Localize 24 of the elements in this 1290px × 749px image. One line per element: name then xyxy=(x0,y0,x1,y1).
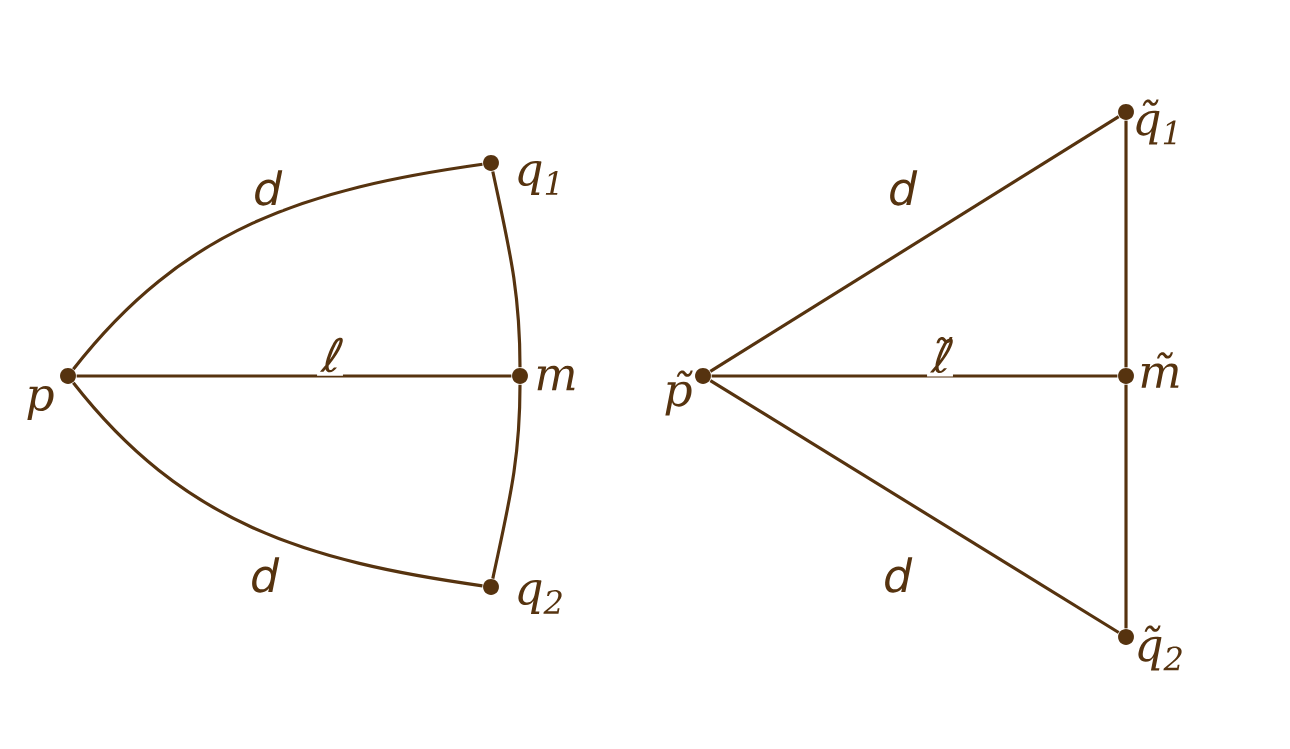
point-label: q$_{2}$ xyxy=(518,580,562,614)
point-label: m̃ xyxy=(1141,352,1179,388)
line xyxy=(709,379,1120,634)
point-label: p̃ xyxy=(665,370,693,416)
edge-label: ℓ̃ xyxy=(927,333,953,377)
point-label: q̃$_{1}$ xyxy=(1136,99,1176,145)
line xyxy=(1124,120,1128,368)
point-label: q̃$_{2}$ xyxy=(1138,625,1182,671)
line xyxy=(711,374,1118,378)
line xyxy=(491,384,522,579)
line xyxy=(72,381,483,588)
line xyxy=(491,171,522,368)
line xyxy=(76,374,512,378)
edge-label: ℓ xyxy=(317,334,343,376)
line xyxy=(709,115,1120,373)
point-label: q$_{1}$ xyxy=(518,161,558,195)
line xyxy=(72,162,483,371)
point-label: m xyxy=(537,365,575,391)
edge-label: d xyxy=(244,553,280,597)
edge-label: d xyxy=(247,166,283,210)
line xyxy=(1124,384,1128,629)
point-label: p xyxy=(27,386,54,420)
edge-label: d xyxy=(882,166,918,210)
edge-label: d xyxy=(877,553,914,597)
